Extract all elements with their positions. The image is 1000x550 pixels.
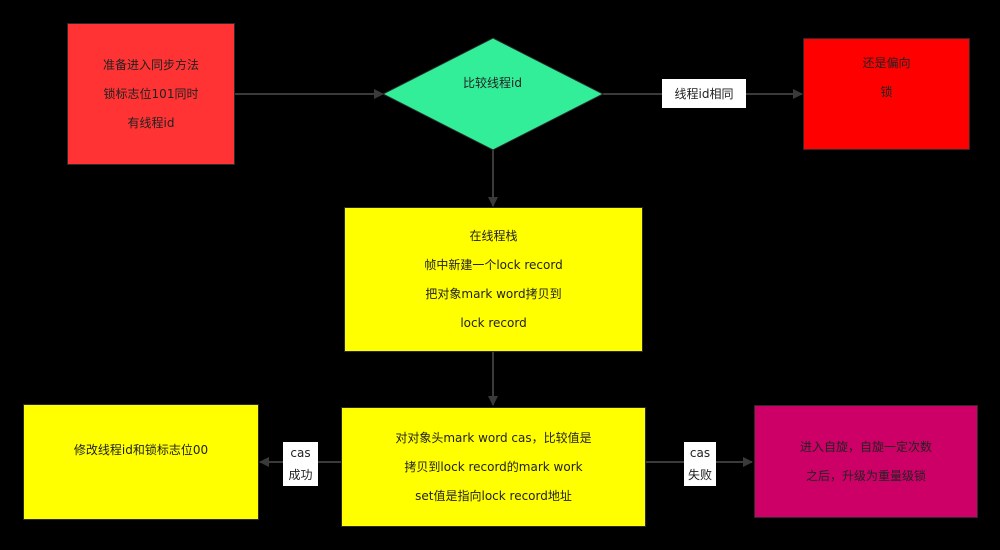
- start-node: 准备进入同步方法 锁标志位101同时 有线程id: [67, 23, 235, 165]
- edge-label-cas-success: cas 成功: [283, 442, 318, 486]
- cas-fail-line: 之后，升级为重量级锁: [805, 468, 926, 483]
- cas-node: 对对象头mark word cas，比较值是 拷贝到lock record的ma…: [341, 407, 646, 527]
- edge-label-same-id: 线程id相同: [662, 79, 746, 108]
- cas-success-node: 修改线程id和锁标志位00: [23, 404, 259, 520]
- compare-node-label: 比较线程id: [463, 76, 522, 90]
- cas-line: 拷贝到lock record的mark work: [404, 459, 583, 474]
- edge-label-text: 线程id相同: [674, 86, 734, 101]
- start-node-line: 锁标志位101同时: [103, 86, 199, 101]
- biased-lock-line: 锁: [880, 85, 893, 99]
- cas-fail-line: 进入自旋，自旋一定次数: [799, 439, 932, 454]
- edge-label-cas-fail: cas 失败: [684, 442, 716, 486]
- edge-label-text: 成功: [288, 468, 313, 482]
- lock-record-line: lock record: [460, 315, 527, 330]
- start-node-line: 有线程id: [127, 115, 175, 130]
- biased-lock-node: 还是偏向 锁: [803, 38, 970, 150]
- edge-label-text: 失败: [687, 468, 712, 482]
- cas-fail-node: 进入自旋，自旋一定次数 之后，升级为重量级锁: [754, 405, 978, 518]
- start-node-line: 准备进入同步方法: [102, 57, 199, 72]
- lock-record-line: 把对象mark word拷贝到: [425, 286, 562, 301]
- compare-diamond: [381, 37, 605, 151]
- biased-lock-line: 还是偏向: [862, 56, 911, 70]
- cas-line: 对对象头mark word cas，比较值是: [395, 430, 592, 445]
- cas-success-line: 修改线程id和锁标志位00: [73, 443, 209, 457]
- edge-label-text: cas: [290, 446, 311, 460]
- edge-label-text: cas: [689, 446, 711, 460]
- lock-record-line: 帧中新建一个lock record: [424, 257, 563, 272]
- lock-record-line: 在线程栈: [469, 228, 518, 243]
- cas-line: set值是指向lock record地址: [415, 488, 572, 503]
- lock-record-node: 在线程栈 帧中新建一个lock record 把对象mark word拷贝到 l…: [344, 207, 643, 352]
